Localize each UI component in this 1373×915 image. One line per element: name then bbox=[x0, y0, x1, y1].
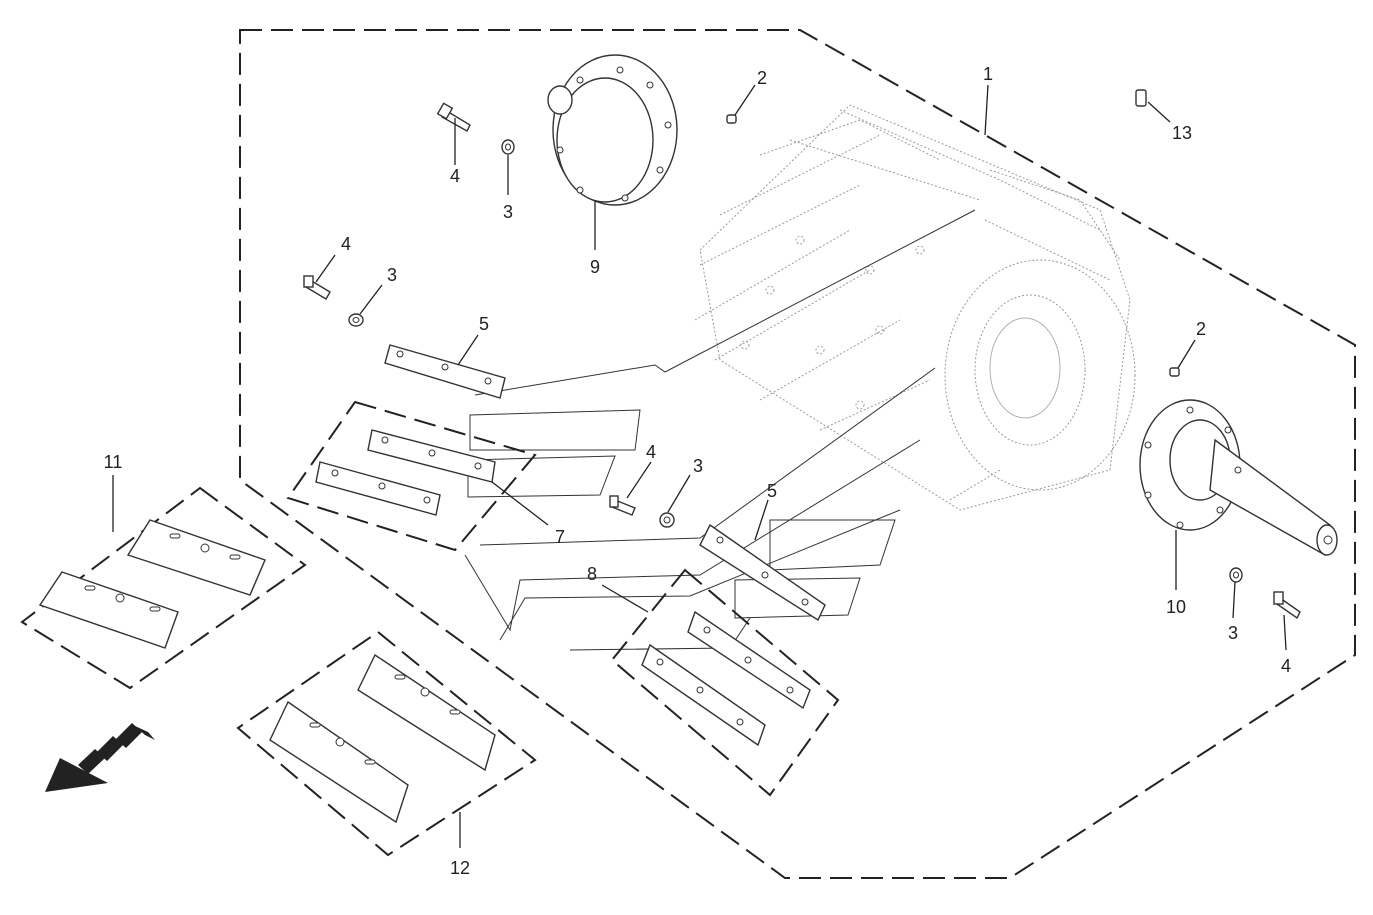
callout-13: 13 bbox=[1172, 123, 1192, 143]
callout-12: 12 bbox=[450, 858, 470, 878]
callout-9: 9 bbox=[590, 257, 600, 277]
callout-4c: 4 bbox=[646, 442, 656, 462]
knife-set-11 bbox=[38, 519, 266, 649]
callout-3c: 3 bbox=[693, 456, 703, 476]
shaft-flange-10 bbox=[1139, 399, 1338, 557]
callout-10: 10 bbox=[1166, 597, 1186, 617]
callout-4b: 4 bbox=[341, 234, 351, 254]
callout-2b: 2 bbox=[1196, 319, 1206, 339]
knife-set-12 bbox=[269, 653, 496, 824]
front-direction-arrow-icon bbox=[45, 723, 155, 792]
mounting-guide-arrows bbox=[464, 209, 976, 651]
bearing-flange-9 bbox=[547, 54, 678, 206]
knife-set-7 bbox=[315, 429, 496, 516]
hardware-items bbox=[303, 89, 1301, 620]
callout-7: 7 bbox=[555, 527, 565, 547]
callout-4a: 4 bbox=[450, 166, 460, 186]
callout-2a: 2 bbox=[757, 68, 767, 88]
callout-4d: 4 bbox=[1281, 656, 1291, 676]
callout-1: 1 bbox=[983, 64, 993, 84]
callout-8: 8 bbox=[587, 564, 597, 584]
knife-set-12-boundary bbox=[236, 630, 537, 857]
knife-set-11-boundary bbox=[20, 486, 307, 690]
callout-3b: 3 bbox=[387, 265, 397, 285]
callout-3a: 3 bbox=[503, 202, 513, 222]
assembly-1-boundary bbox=[239, 29, 1356, 879]
knife-set-8 bbox=[641, 610, 811, 747]
knife-set-7-boundary bbox=[286, 400, 537, 552]
callout-11: 11 bbox=[104, 452, 123, 472]
callout-5b: 5 bbox=[767, 481, 777, 501]
callout-5a: 5 bbox=[479, 314, 489, 334]
knife-5-lower bbox=[699, 523, 826, 622]
knife-set-8-boundary bbox=[610, 568, 840, 797]
rotor-drum-ghost bbox=[694, 104, 1136, 511]
leader-lines bbox=[112, 84, 1287, 848]
callout-3d: 3 bbox=[1228, 623, 1238, 643]
knife-5-upper bbox=[384, 344, 506, 399]
